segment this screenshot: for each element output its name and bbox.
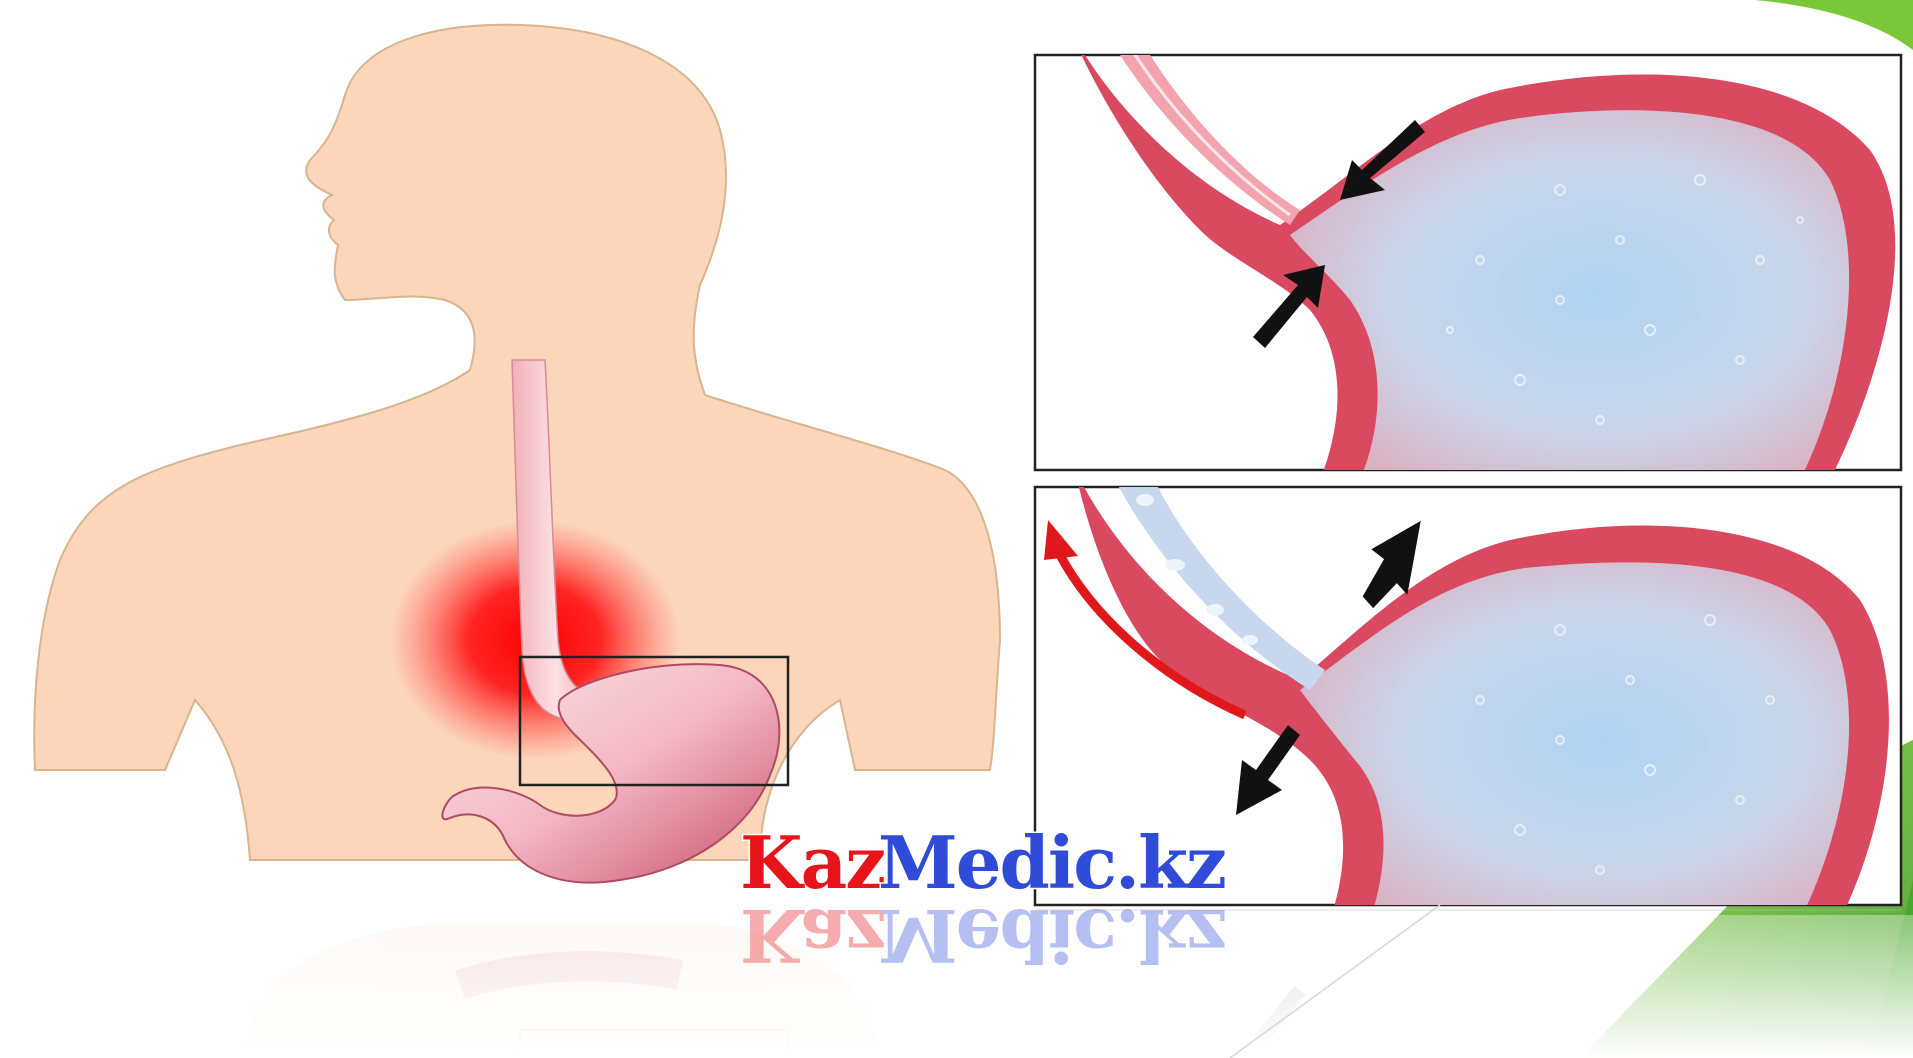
watermark-reflection: Kaz Medic.kz	[740, 893, 1225, 978]
watermark-kaz: Kaz	[740, 820, 884, 905]
watermark-medic: Medic.kz	[878, 820, 1225, 905]
watermark-logo: Kaz Medic.kz Kaz Medic.kz	[740, 820, 1225, 978]
svg-text:Medic.kz: Medic.kz	[878, 893, 1225, 978]
panel-normal-sphincter	[1035, 30, 1901, 480]
svg-text:Kaz: Kaz	[740, 893, 884, 978]
